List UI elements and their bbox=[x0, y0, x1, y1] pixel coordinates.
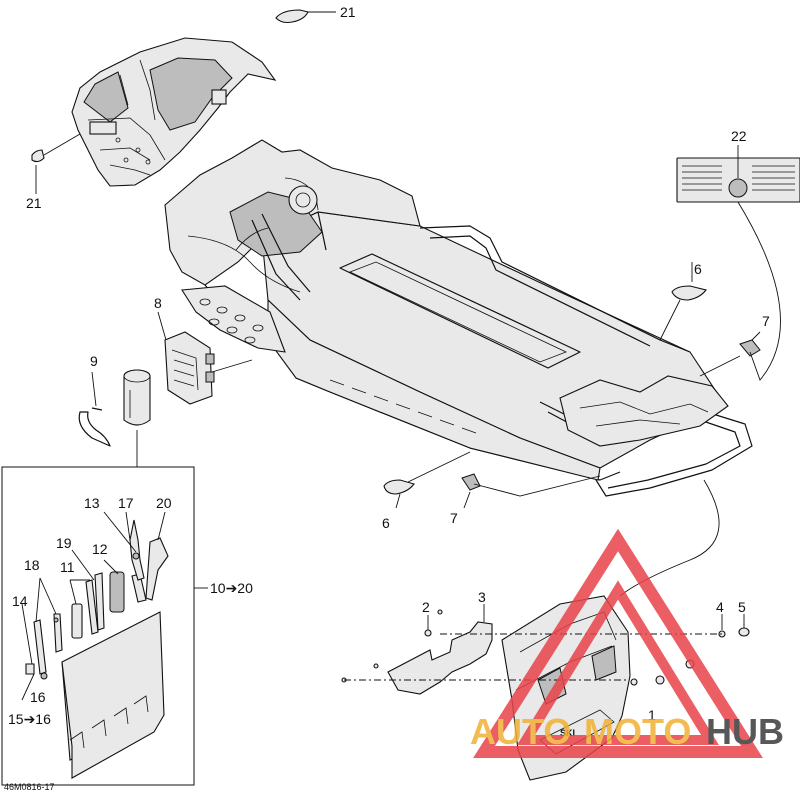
callout-18: 18 bbox=[24, 557, 40, 573]
callout-6-right: 6 bbox=[694, 261, 702, 277]
front-belly-pan bbox=[71, 37, 277, 187]
svg-text:SKI: SKI bbox=[560, 728, 575, 738]
callout-7-right: 7 bbox=[762, 313, 770, 329]
callout-7-bottom: 7 bbox=[450, 510, 458, 526]
callout-10-20: 10➔20 bbox=[210, 580, 253, 596]
tool-kit-box bbox=[1, 466, 195, 786]
electrical-module-8 bbox=[164, 331, 215, 405]
callout-14: 14 bbox=[12, 593, 28, 609]
callout-3: 3 bbox=[478, 589, 486, 605]
reflector-6-right bbox=[671, 285, 707, 301]
callout-19: 19 bbox=[56, 535, 72, 551]
watermark-auto: AUTO bbox=[470, 711, 571, 752]
callout-6-bottom: 6 bbox=[382, 515, 390, 531]
callout-17: 17 bbox=[118, 495, 134, 511]
callout-12: 12 bbox=[92, 541, 108, 557]
callout-15-16: 15➔16 bbox=[8, 711, 51, 727]
callout-20: 20 bbox=[156, 495, 172, 511]
watermark-moto: MOTO bbox=[584, 711, 691, 752]
footrest-holes bbox=[199, 298, 264, 344]
watermark-logo: AUTO MOTO HUB bbox=[470, 528, 784, 758]
callout-16: 16 bbox=[30, 689, 46, 705]
callout-5: 5 bbox=[738, 599, 746, 615]
callout-2: 2 bbox=[422, 599, 430, 615]
callout-22: 22 bbox=[731, 128, 747, 144]
light-7-right bbox=[739, 339, 761, 357]
strap-9 bbox=[78, 407, 111, 447]
light-7-bottom bbox=[461, 473, 481, 491]
chassis-frame bbox=[164, 139, 753, 497]
rivet-21-left bbox=[31, 149, 45, 163]
callout-11: 11 bbox=[60, 559, 75, 575]
rivet-21-top bbox=[275, 9, 309, 24]
tool-tube-10 bbox=[123, 369, 151, 426]
callout-21-left: 21 bbox=[26, 195, 42, 211]
callout-13: 13 bbox=[84, 495, 100, 511]
callout-labels: 21 21 22 6 7 8 9 6 7 13 17 20 19 12 18 1… bbox=[4, 4, 770, 792]
callout-8: 8 bbox=[154, 295, 162, 311]
warning-decal-22 bbox=[676, 157, 800, 203]
watermark-hub: HUB bbox=[706, 711, 784, 752]
callout-21-top: 21 bbox=[340, 4, 356, 20]
snow-flap-bracket-3 bbox=[387, 621, 493, 695]
callout-4: 4 bbox=[716, 599, 724, 615]
reflector-6-bottom bbox=[383, 479, 415, 495]
tunnel-slots bbox=[329, 379, 477, 434]
callout-9: 9 bbox=[90, 353, 98, 369]
reference-code: 46M0816-17 bbox=[4, 782, 55, 792]
callout-1: 1 bbox=[648, 707, 656, 723]
